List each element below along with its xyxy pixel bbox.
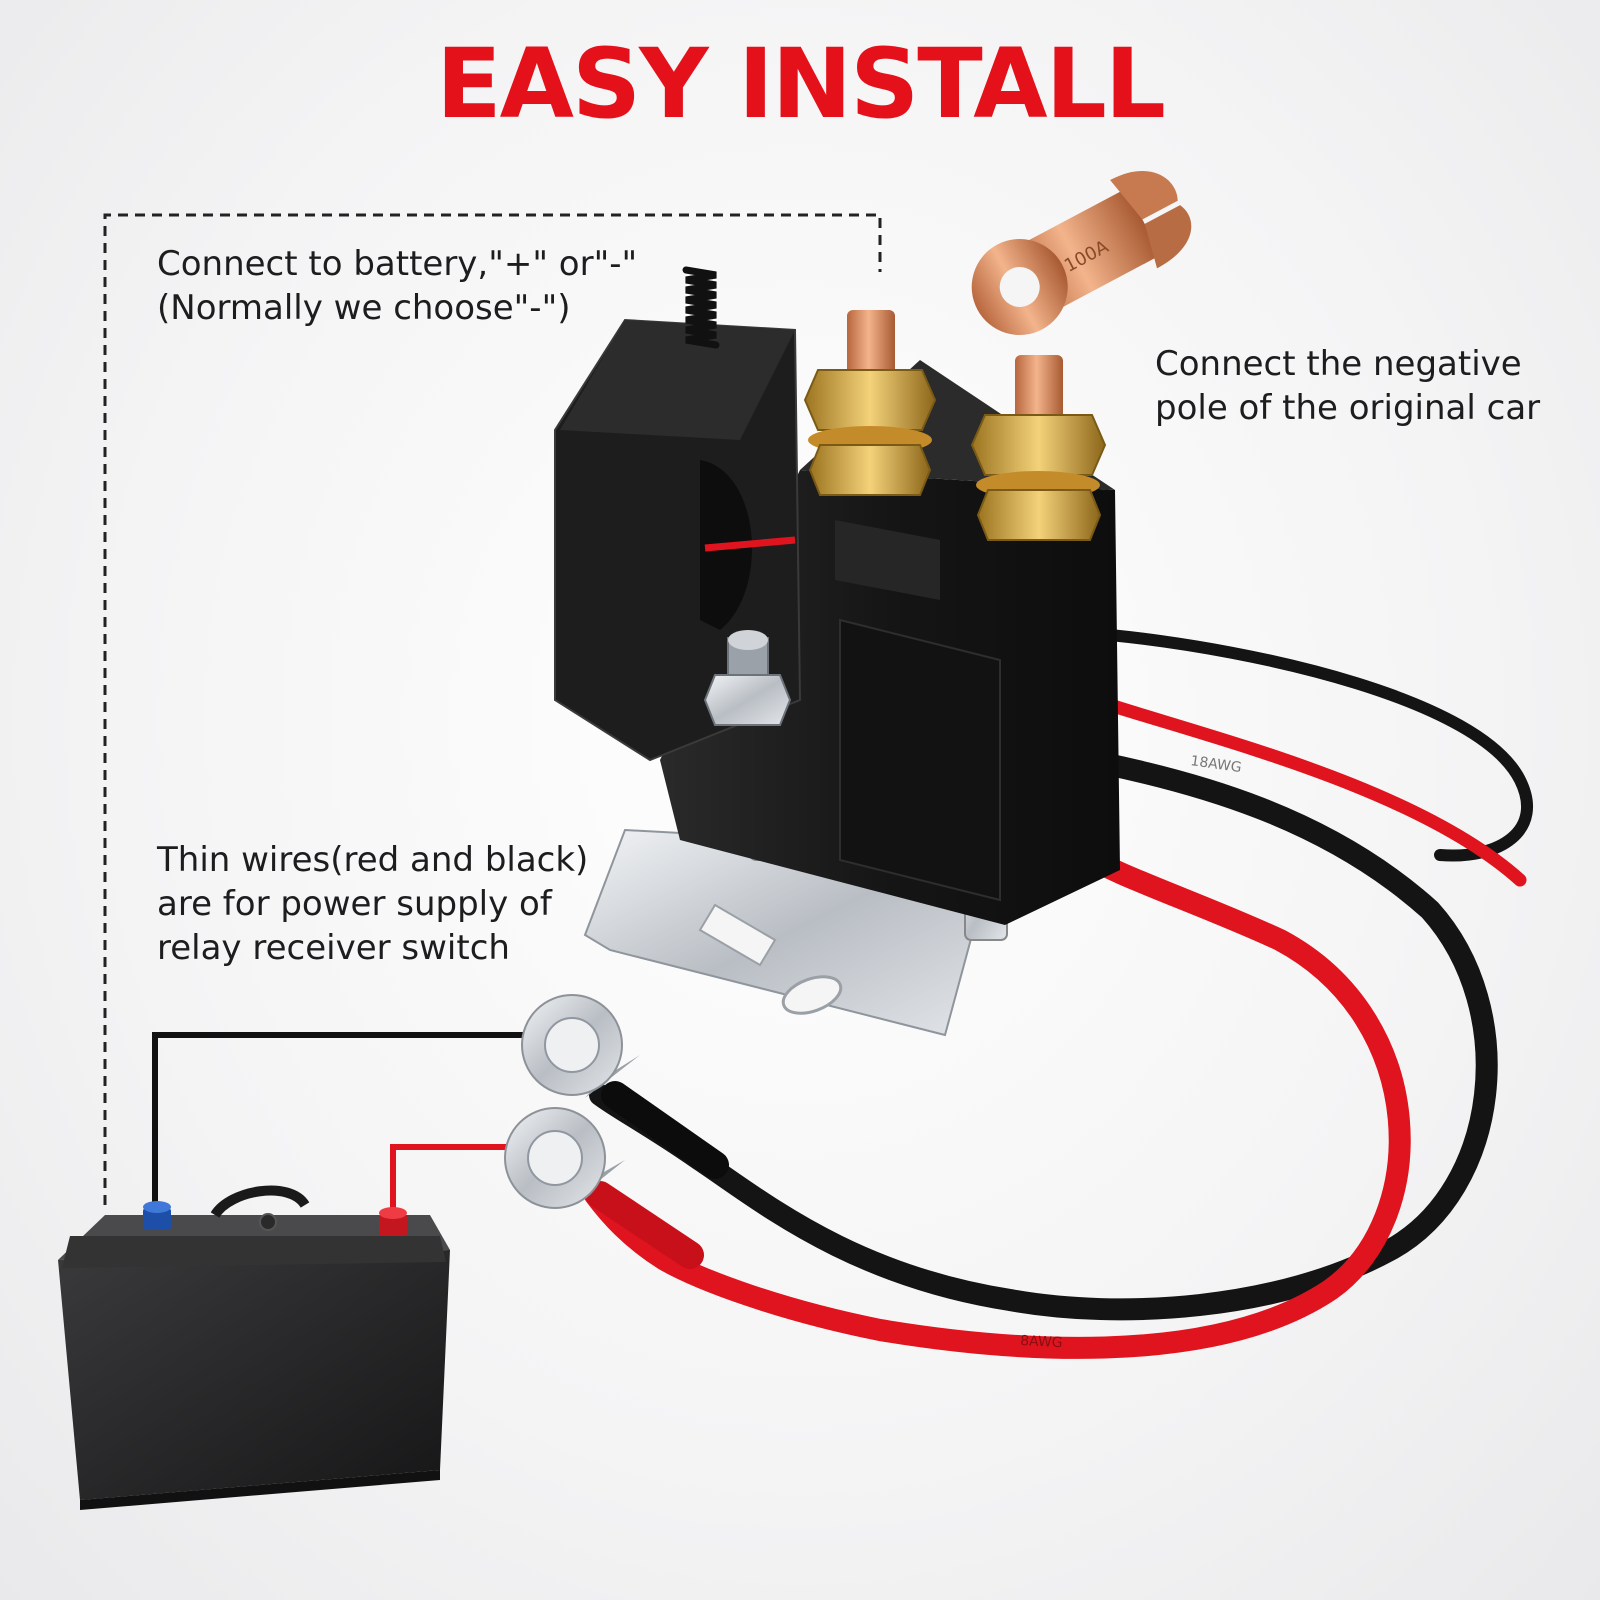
ring-terminal-red <box>504 1107 625 1209</box>
negative-pole-note: Connect the negative pole of the origina… <box>1155 342 1540 430</box>
black-sleeve <box>601 1081 729 1179</box>
wire-marking-red: 8AWG <box>1020 1333 1063 1351</box>
negative-terminal <box>143 1201 171 1230</box>
red-lead-line <box>390 1144 520 1227</box>
dashed-guide-line <box>103 213 882 1205</box>
thin-wires-note: Thin wires(red and black) are for power … <box>157 838 588 970</box>
black-wire-long <box>589 744 1498 1321</box>
red-wire-long <box>584 789 1411 1359</box>
red-sleeve <box>586 1181 704 1269</box>
copper-ring-lug: 100A <box>971 171 1192 335</box>
note-line: (Normally we choose"-") <box>157 288 571 328</box>
note-line: pole of the original car <box>1155 388 1541 428</box>
car-battery <box>58 1185 450 1510</box>
note-line: are for power supply of <box>157 884 552 924</box>
copper-terminal-right <box>970 355 1107 541</box>
wire-marking-black: 18AWG <box>1189 753 1242 776</box>
note-line: relay receiver switch <box>157 928 510 968</box>
black-lead-line <box>152 1032 530 1222</box>
small-terminal-stud <box>703 630 792 726</box>
ring-terminal-black <box>521 994 640 1098</box>
note-line: Thin wires(red and black) <box>157 840 589 880</box>
note-line: Connect to battery,"+" or"-" <box>157 244 638 284</box>
positive-terminal <box>379 1207 407 1236</box>
copper-terminal-left <box>803 310 937 496</box>
black-wire-thin <box>1104 629 1533 862</box>
page-title: EASY INSTALL <box>436 28 1166 140</box>
battery-connection-note: Connect to battery,"+" or"-" (Normally w… <box>157 242 637 330</box>
red-wire-thin <box>1103 698 1527 887</box>
note-line: Connect the negative <box>1155 344 1522 384</box>
spring-icon <box>682 266 720 349</box>
relay-switch <box>554 266 1120 1037</box>
